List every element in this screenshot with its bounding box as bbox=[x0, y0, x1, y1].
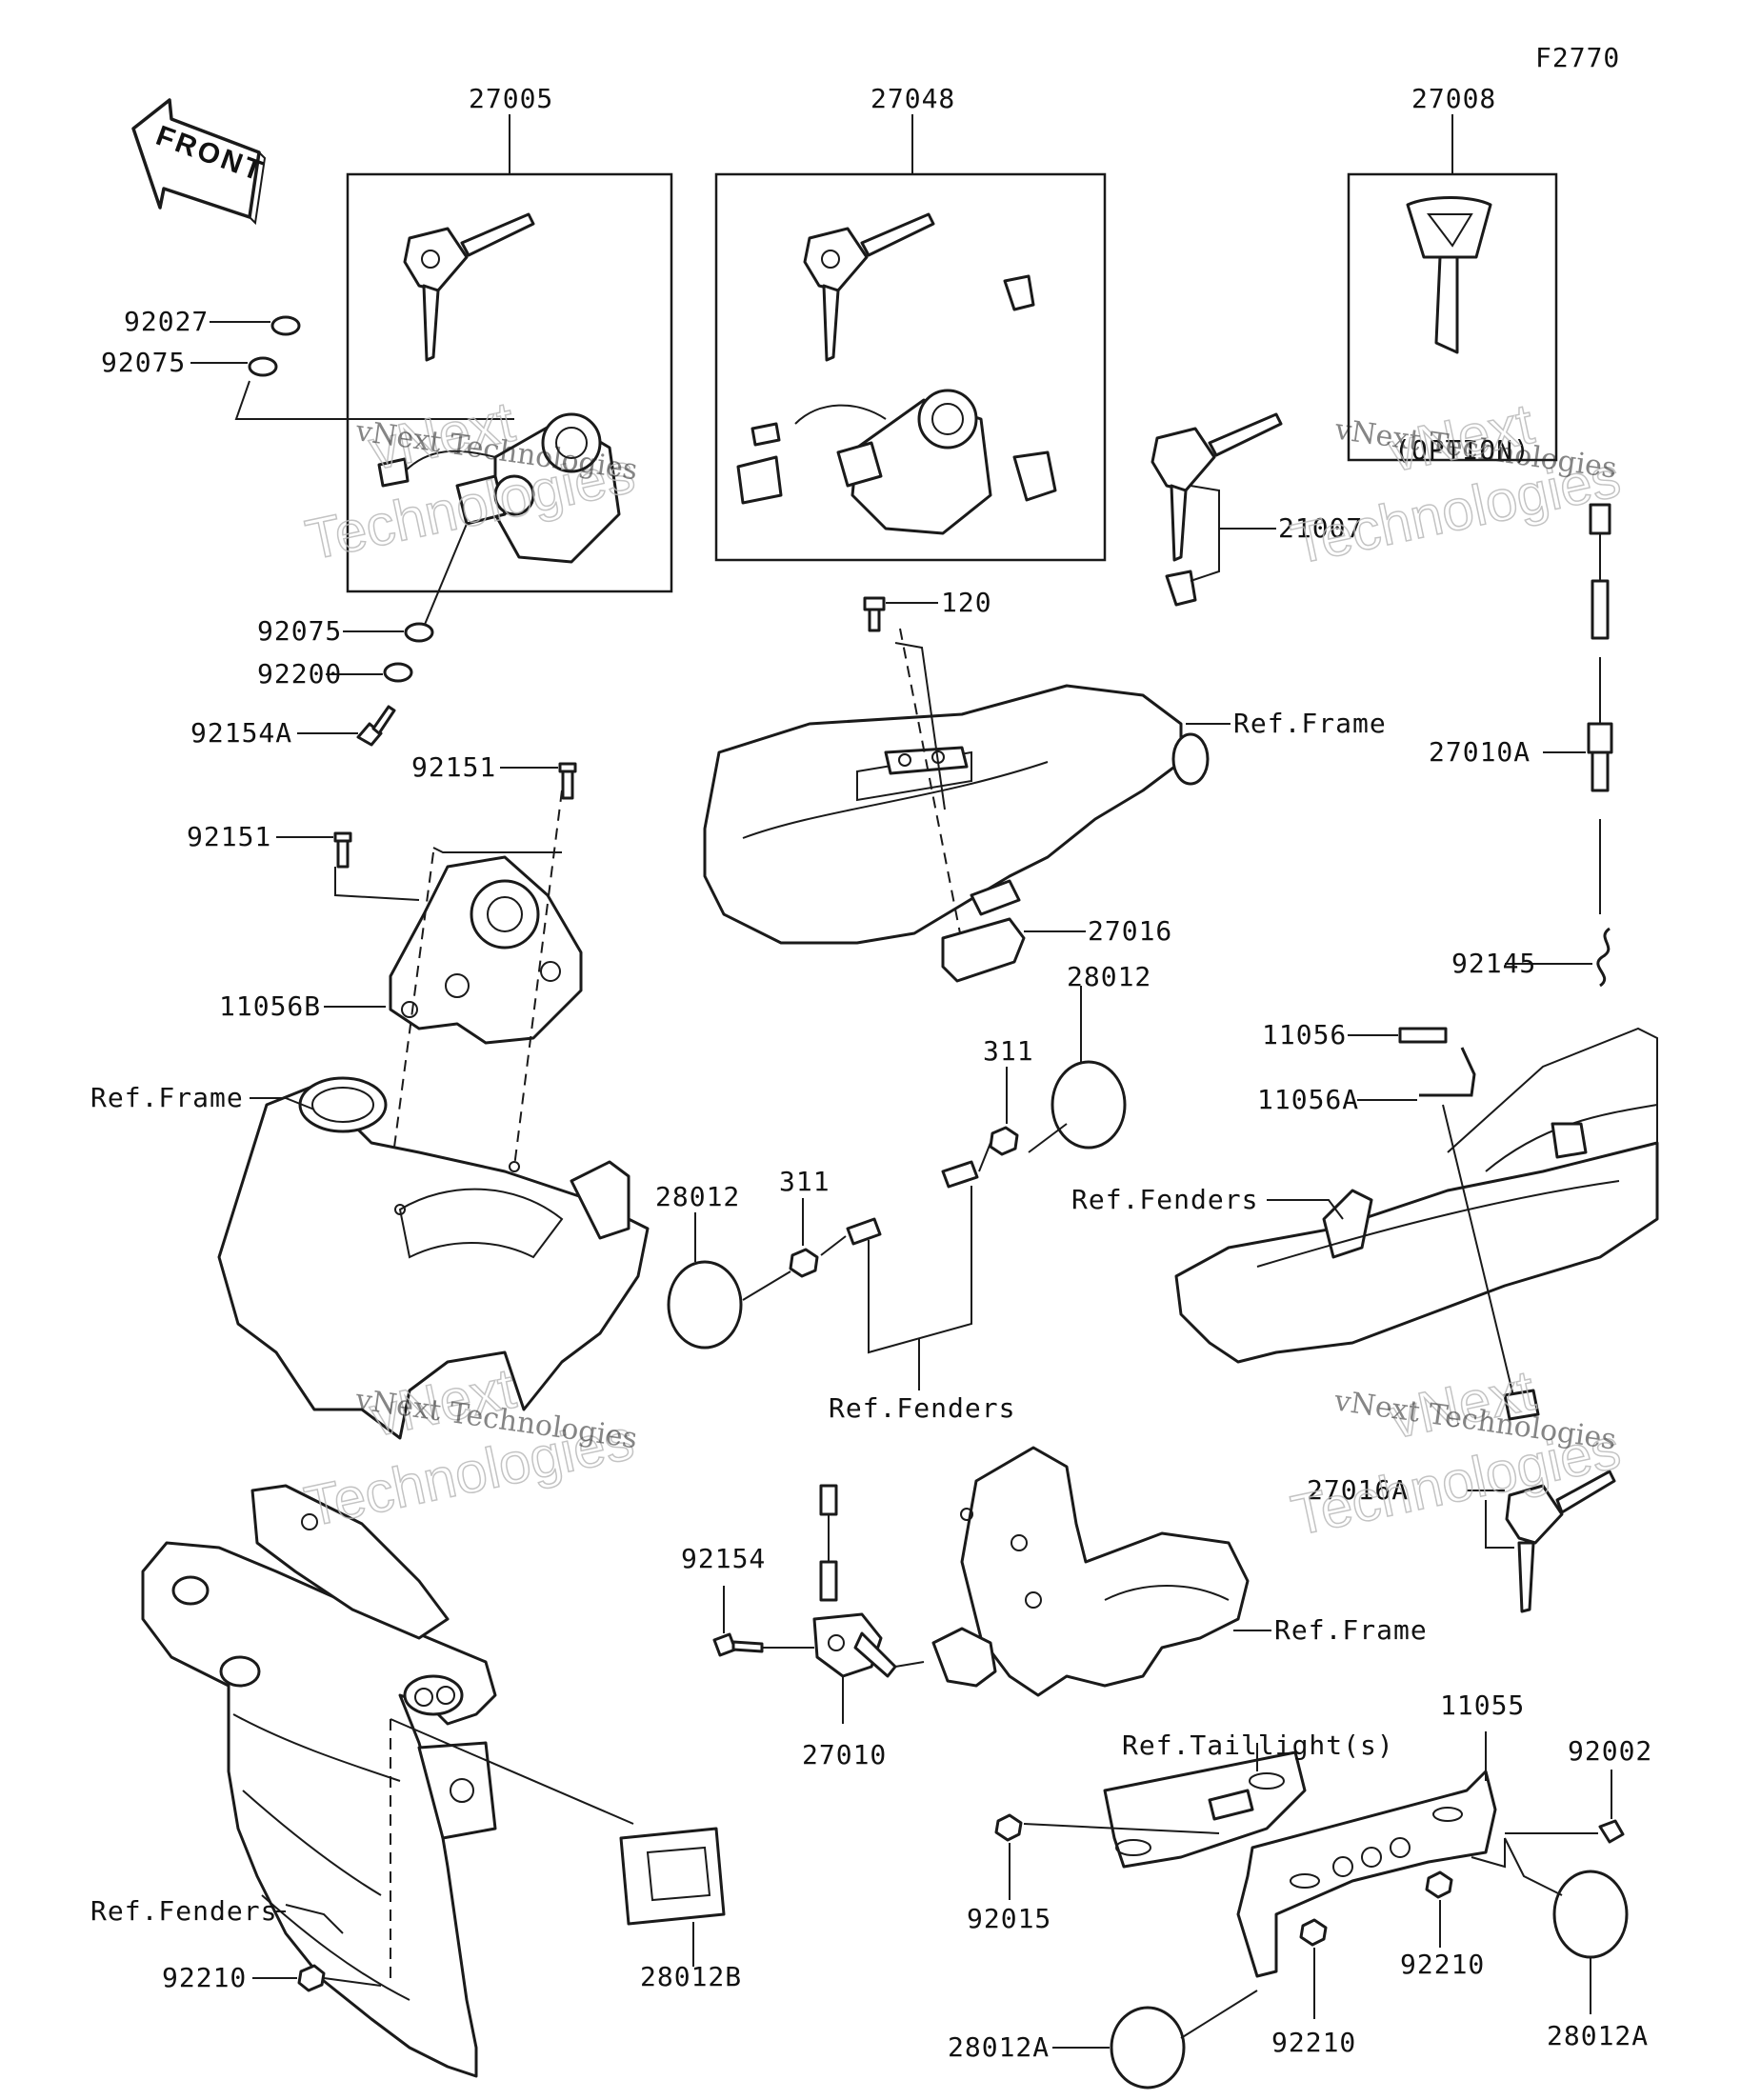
kit-box-27048 bbox=[714, 172, 1107, 562]
label-92200: 92200 bbox=[257, 658, 342, 690]
nut-311-left bbox=[789, 1248, 819, 1278]
switch-27010a bbox=[1587, 503, 1613, 914]
bracket-11056a bbox=[1419, 1047, 1476, 1097]
part-27016a bbox=[1503, 1389, 1616, 1613]
key-illustration bbox=[1151, 412, 1283, 607]
label-92210-bottom: 92210 bbox=[1271, 2027, 1356, 2058]
nut-92210-left bbox=[297, 1964, 326, 1992]
key-illustration bbox=[803, 212, 935, 362]
nut-92210-mid bbox=[1425, 1870, 1453, 1899]
frame-section-bottom bbox=[931, 1446, 1250, 1697]
frame-section-left bbox=[217, 1076, 650, 1440]
label-11056: 11056 bbox=[1262, 1019, 1347, 1050]
label-27010: 27010 bbox=[802, 1739, 887, 1770]
label-28012a-right: 28012A bbox=[1547, 2020, 1649, 2051]
license-bracket-11055 bbox=[1103, 1750, 1497, 1978]
spring-92145 bbox=[1596, 927, 1611, 988]
part-27016 bbox=[941, 917, 1026, 983]
nut-311-right bbox=[989, 1126, 1019, 1156]
bolt-92002 bbox=[1598, 1819, 1625, 1844]
bracket-11056 bbox=[1398, 1027, 1448, 1044]
label-92210-left: 92210 bbox=[162, 1962, 247, 1993]
washer-92200 bbox=[383, 662, 413, 683]
label-92151-b: 92151 bbox=[187, 821, 271, 852]
label-92027: 92027 bbox=[124, 306, 209, 337]
label-ref-fenders-bottom: Ref.Fenders bbox=[90, 1895, 277, 1927]
label-27005: 27005 bbox=[469, 83, 553, 114]
label-27016: 27016 bbox=[1088, 915, 1172, 947]
cap-28012-left bbox=[667, 1260, 743, 1350]
label-11055: 11055 bbox=[1440, 1690, 1525, 1721]
stud-right bbox=[941, 1160, 979, 1189]
cap-28012-right bbox=[1051, 1060, 1127, 1150]
watermark-top-left: vNext Technologies vNext Technologies bbox=[300, 389, 641, 572]
label-ref-frame-center: Ref.Frame bbox=[1233, 708, 1387, 739]
bolt-120 bbox=[863, 596, 886, 632]
front-fender bbox=[141, 1484, 497, 2078]
label-92151-a: 92151 bbox=[411, 751, 496, 783]
label-92154: 92154 bbox=[681, 1543, 766, 1574]
bolt-92154a bbox=[356, 705, 396, 747]
label-ref-fenders-center: Ref.Fenders bbox=[829, 1392, 1015, 1424]
label-21007: 21007 bbox=[1278, 512, 1363, 544]
label-28012-left: 28012 bbox=[655, 1181, 740, 1212]
label-92002: 92002 bbox=[1568, 1735, 1652, 1767]
label-ref-frame-bottom: Ref.Frame bbox=[1274, 1614, 1428, 1646]
watermark-top-right: vNext Technologies vNext Technologies bbox=[1286, 390, 1627, 577]
label-27048: 27048 bbox=[870, 83, 955, 114]
label-92075-bottom: 92075 bbox=[257, 615, 342, 647]
bracket-11056b bbox=[389, 855, 583, 1045]
label-92075-top: 92075 bbox=[101, 347, 186, 378]
label-27016a: 27016A bbox=[1307, 1474, 1409, 1506]
ignition-switch-illustration bbox=[736, 274, 1057, 535]
nut-92015 bbox=[994, 1813, 1023, 1842]
diagram-id: F2770 bbox=[1535, 42, 1620, 73]
cap-28012a-left bbox=[1110, 2006, 1186, 2090]
ignition-switch-illustration bbox=[377, 412, 621, 564]
label-ref-frame-left: Ref.Frame bbox=[90, 1082, 244, 1113]
label-28012-right: 28012 bbox=[1067, 961, 1151, 992]
nut-92210-bottom bbox=[1299, 1918, 1328, 1947]
bolt-92151 bbox=[558, 762, 577, 800]
label-92015: 92015 bbox=[967, 1903, 1051, 1934]
cap-28012a-right bbox=[1552, 1870, 1629, 1959]
frame-section-center bbox=[703, 684, 1210, 945]
label-311-left: 311 bbox=[779, 1166, 830, 1197]
label-11056a: 11056A bbox=[1257, 1084, 1359, 1115]
label-120: 120 bbox=[941, 587, 992, 618]
label-92154a: 92154A bbox=[190, 717, 292, 749]
rear-fender-right bbox=[1174, 1027, 1659, 1364]
bolt-92151 bbox=[333, 831, 352, 869]
label-92210-mid: 92210 bbox=[1400, 1949, 1485, 1980]
label-311-right: 311 bbox=[983, 1035, 1034, 1067]
label-27008: 27008 bbox=[1411, 83, 1496, 114]
label-92145: 92145 bbox=[1451, 948, 1536, 979]
reflector-28012b bbox=[619, 1827, 726, 1926]
watermark-mid-right: vNext Technologies vNext Technologies bbox=[1286, 1357, 1627, 1549]
label-28012a-left: 28012A bbox=[948, 2031, 1050, 2063]
label-27010a: 27010A bbox=[1429, 736, 1531, 768]
switch-27010 bbox=[812, 1484, 897, 1678]
label-ref-fenders-right: Ref.Fenders bbox=[1071, 1184, 1258, 1215]
washer-92075-bottom bbox=[404, 622, 434, 643]
key-illustration bbox=[1406, 196, 1492, 354]
washer-92027 bbox=[270, 315, 301, 336]
label-ref-taillights: Ref.Taillight(s) bbox=[1122, 1730, 1394, 1761]
stud-left bbox=[846, 1217, 882, 1246]
label-28012b: 28012B bbox=[640, 1961, 742, 1992]
washer-92075-top bbox=[248, 356, 278, 377]
label-option: (OPTION) bbox=[1394, 434, 1531, 466]
front-direction-arrow: FRONT bbox=[131, 98, 269, 226]
key-illustration bbox=[403, 212, 535, 362]
bolt-92154 bbox=[712, 1632, 764, 1657]
label-11056b: 11056B bbox=[219, 990, 321, 1022]
